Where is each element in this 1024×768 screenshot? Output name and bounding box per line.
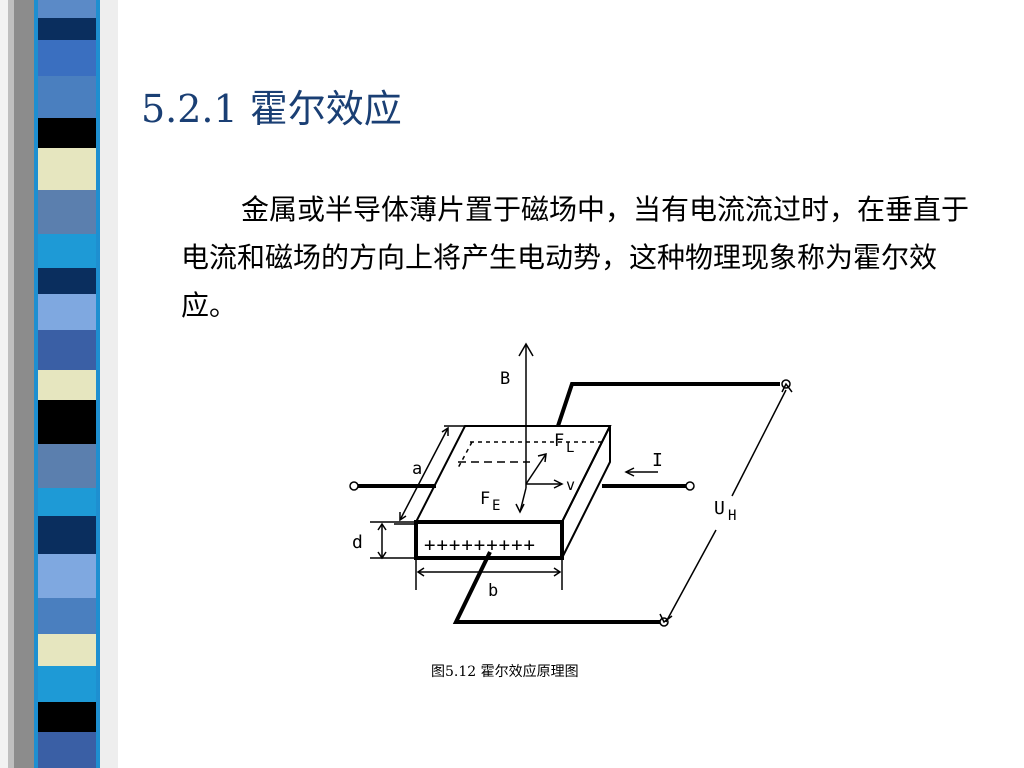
b-field-arrowhead [518, 342, 534, 357]
label-charges: +++++++++ [424, 534, 536, 556]
plate-top-face [414, 425, 612, 523]
label-current: I [652, 450, 663, 471]
label-fe-sub: E [492, 498, 500, 514]
label-fl: F [554, 431, 564, 451]
label-uh: U [714, 498, 725, 519]
top-voltage-lead [556, 382, 780, 427]
label-fl-sub: L [566, 440, 574, 456]
label-uh-sub: H [728, 508, 736, 524]
figure-caption: 图5.12 霍尔效应原理图 [431, 664, 579, 680]
hall-effect-diagram: B F L v F E I U H a d b +++++++++ [349, 342, 793, 627]
right-terminal [685, 481, 695, 491]
bottom-voltage-lead [452, 551, 660, 624]
paragraph-text: 金属或半导体薄片置于磁场中，当有电流流过时，在垂直于电流和磁场的方向上将产生电动… [181, 193, 970, 322]
page-title: 5.2.1 霍尔效应 [141, 87, 402, 131]
label-dim-b: b [488, 581, 498, 601]
dim-a-line [399, 427, 449, 521]
decorative-side-strip [0, 0, 118, 768]
uh-line-lower [665, 529, 717, 623]
plate-right-face [561, 425, 611, 559]
label-v: v [566, 476, 575, 494]
strip-blocks [38, 0, 96, 768]
fe-arrow [519, 487, 527, 513]
label-dim-a: a [412, 459, 422, 479]
left-terminal [349, 481, 359, 491]
fl-arrow [525, 453, 547, 485]
plate-inner-dashed [457, 441, 473, 469]
label-b-field: B [500, 369, 510, 389]
label-dim-d: d [352, 532, 363, 553]
uh-line-upper [731, 389, 787, 497]
label-fe: F [480, 489, 490, 509]
body-paragraph: 金属或半导体薄片置于磁场中，当有电流流过时，在垂直于电流和磁场的方向上将产生电动… [181, 186, 991, 330]
